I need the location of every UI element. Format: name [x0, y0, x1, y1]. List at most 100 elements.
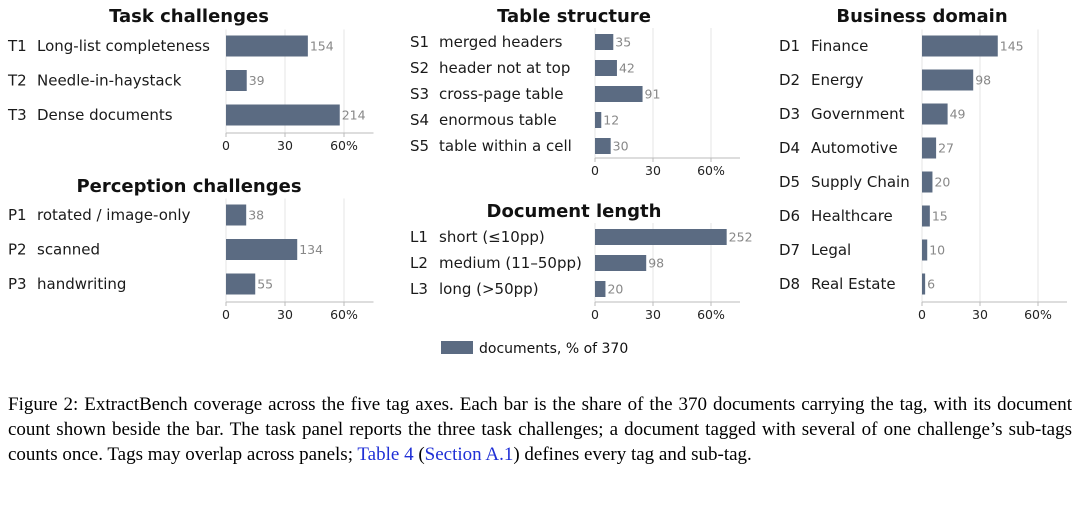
bar-value-label: 10 — [929, 243, 945, 258]
x-tick-label: 60% — [1024, 307, 1052, 322]
bar-value-label: 20 — [934, 175, 950, 190]
category-label: Government — [811, 105, 905, 123]
legend-swatch — [441, 341, 473, 354]
bar — [226, 239, 298, 260]
caption-text-end: ) defines every tag and sub-tag. — [513, 444, 752, 465]
category-label: Legal — [811, 241, 851, 259]
bar — [226, 104, 340, 126]
panel-title: Task challenges — [109, 6, 269, 27]
bar — [922, 35, 998, 57]
bar — [922, 137, 937, 159]
bar-value-label: 134 — [299, 242, 323, 257]
bar — [226, 204, 247, 226]
category-label: handwriting — [37, 275, 126, 293]
category-label: Supply Chain — [811, 173, 910, 191]
legend: documents, % of 370 — [441, 341, 628, 357]
x-tick-label: 30 — [972, 307, 988, 322]
bar — [595, 281, 606, 297]
bar-value-label: 91 — [645, 87, 661, 102]
bar — [226, 70, 247, 91]
x-tick-label: 30 — [277, 138, 293, 153]
category-label: Dense documents — [37, 106, 173, 124]
category-code: D7 — [779, 241, 800, 259]
x-tick-label: 0 — [591, 163, 599, 178]
bar — [922, 103, 948, 125]
bar-value-label: 20 — [607, 282, 623, 297]
x-tick-label: 60% — [697, 307, 725, 322]
category-code: L3 — [410, 280, 428, 298]
table-4-link[interactable]: Table 4 — [357, 444, 414, 465]
category-code: P1 — [8, 206, 27, 224]
panel-title: Business domain — [836, 6, 1007, 27]
bar-value-label: 98 — [648, 256, 664, 271]
bar — [226, 273, 256, 295]
legend-label: documents, % of 370 — [479, 341, 628, 357]
category-code: T3 — [7, 106, 27, 124]
category-code: D5 — [779, 173, 800, 191]
bar — [922, 205, 930, 227]
category-code: P2 — [8, 241, 27, 259]
category-label: cross-page table — [439, 85, 564, 103]
bar-value-label: 15 — [932, 209, 948, 224]
category-code: D2 — [779, 71, 800, 89]
bar-value-label: 27 — [938, 141, 954, 156]
panel-title: Document length — [487, 201, 662, 222]
panel-title: Perception challenges — [76, 176, 301, 197]
category-label: Energy — [811, 71, 864, 89]
x-tick-label: 0 — [222, 138, 230, 153]
category-code: T1 — [7, 37, 27, 55]
x-tick-label: 60% — [330, 138, 358, 153]
bar-value-label: 98 — [975, 73, 991, 88]
x-tick-label: 0 — [918, 307, 926, 322]
category-label: medium (11–50pp) — [439, 254, 582, 272]
category-label: scanned — [37, 241, 100, 259]
bar — [595, 229, 727, 245]
category-code: D3 — [779, 105, 800, 123]
category-code: D4 — [779, 139, 800, 157]
category-code: D8 — [779, 275, 800, 293]
bar-value-label: 154 — [310, 39, 334, 54]
bar — [922, 69, 974, 91]
category-label: table within a cell — [439, 137, 572, 155]
category-label: Automotive — [811, 139, 898, 157]
x-tick-label: 0 — [591, 307, 599, 322]
bar-value-label: 49 — [950, 107, 966, 122]
category-label: Real Estate — [811, 275, 896, 293]
category-code: S3 — [410, 85, 429, 103]
category-code: D1 — [779, 37, 800, 55]
bar — [595, 255, 647, 271]
category-code: S2 — [410, 59, 429, 77]
bar-value-label: 35 — [615, 35, 631, 50]
section-a1-link[interactable]: Section A.1 — [424, 444, 514, 465]
category-code: D6 — [779, 207, 800, 225]
bar-value-label: 6 — [927, 277, 935, 292]
bar — [922, 171, 933, 193]
category-code: L1 — [410, 228, 428, 246]
figure-chart: documents, % of 370 0 30 60% Task challenge… — [7, 6, 1067, 357]
category-label: Finance — [811, 37, 868, 55]
bar-value-label: 214 — [342, 108, 366, 123]
x-tick-label: 30 — [645, 163, 661, 178]
caption-text-paren: ( — [413, 444, 425, 465]
category-label: Healthcare — [811, 207, 893, 225]
caption-text: Figure 2: ExtractBench coverage across t… — [8, 394, 1072, 465]
category-label: rotated / image-only — [37, 206, 191, 224]
category-label: header not at top — [439, 59, 570, 77]
bar — [595, 34, 614, 50]
x-tick-label: 30 — [645, 307, 661, 322]
bar-value-label: 145 — [1000, 39, 1024, 54]
category-code: T2 — [7, 72, 27, 90]
category-code: P3 — [8, 275, 27, 293]
bar-value-label: 38 — [248, 208, 264, 223]
category-label: Needle-in-haystack — [37, 72, 182, 90]
bar — [595, 60, 617, 76]
bar-value-label: 30 — [613, 139, 629, 154]
bar — [226, 35, 308, 57]
category-code: S1 — [410, 33, 429, 51]
x-tick-label: 0 — [222, 307, 230, 322]
category-label: long (>50pp) — [439, 280, 539, 298]
